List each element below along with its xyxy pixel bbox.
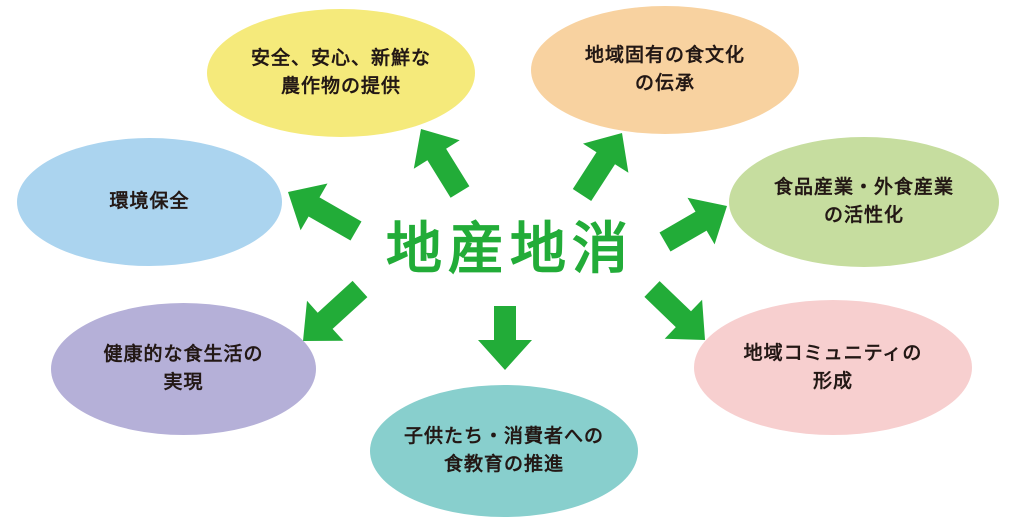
bubble-environment: 環境保全 (17, 138, 282, 266)
center-title: 地産地消 (386, 217, 634, 282)
arrow-up-left-icon (413, 129, 470, 198)
bubble-text-line: 食教育の推進 (443, 453, 564, 475)
bubble-text-line: 環境保全 (109, 190, 190, 213)
bubble-text-line: 健康的な食生活の (103, 343, 264, 366)
bubble-text-line: 実現 (163, 371, 204, 393)
bubble-safe-fresh-produce: 安全、安心、新鮮な 農作物の提供 (207, 9, 475, 137)
bubble-text-line: 地域コミュニティの (743, 341, 923, 364)
bubble-text-line: 子供たち・消費者への (403, 425, 604, 448)
bubble-text-line: 地域固有の食文化 (584, 44, 745, 67)
bubble-community: 地域コミュニティの 形成 (694, 300, 972, 435)
arrow-down-left-icon (303, 280, 368, 341)
bubble-text-line: の活性化 (823, 204, 904, 226)
arrow-down-icon (478, 306, 532, 370)
bubble-text-line: 農作物の提供 (280, 75, 401, 97)
bubble-food-education: 子供たち・消費者への 食教育の推進 (370, 385, 638, 517)
arrow-down-right-icon (644, 281, 705, 340)
bubble-food-industry: 食品産業・外食産業 の活性化 (729, 137, 999, 267)
bubble-food-culture: 地域固有の食文化 の伝承 (531, 6, 799, 134)
bubble-text-line: 安全、安心、新鮮な (250, 47, 431, 70)
bubble-healthy-diet: 健康的な食生活の 実現 (51, 303, 316, 435)
arrow-left-icon (288, 183, 362, 241)
arrow-right-icon (659, 197, 727, 252)
arrow-up-right-icon (572, 133, 629, 201)
bubble-text-line: 形成 (812, 369, 853, 392)
bubble-text-line: の伝承 (634, 72, 695, 94)
bubble-text-line: 食品産業・外食産業 (773, 176, 954, 199)
